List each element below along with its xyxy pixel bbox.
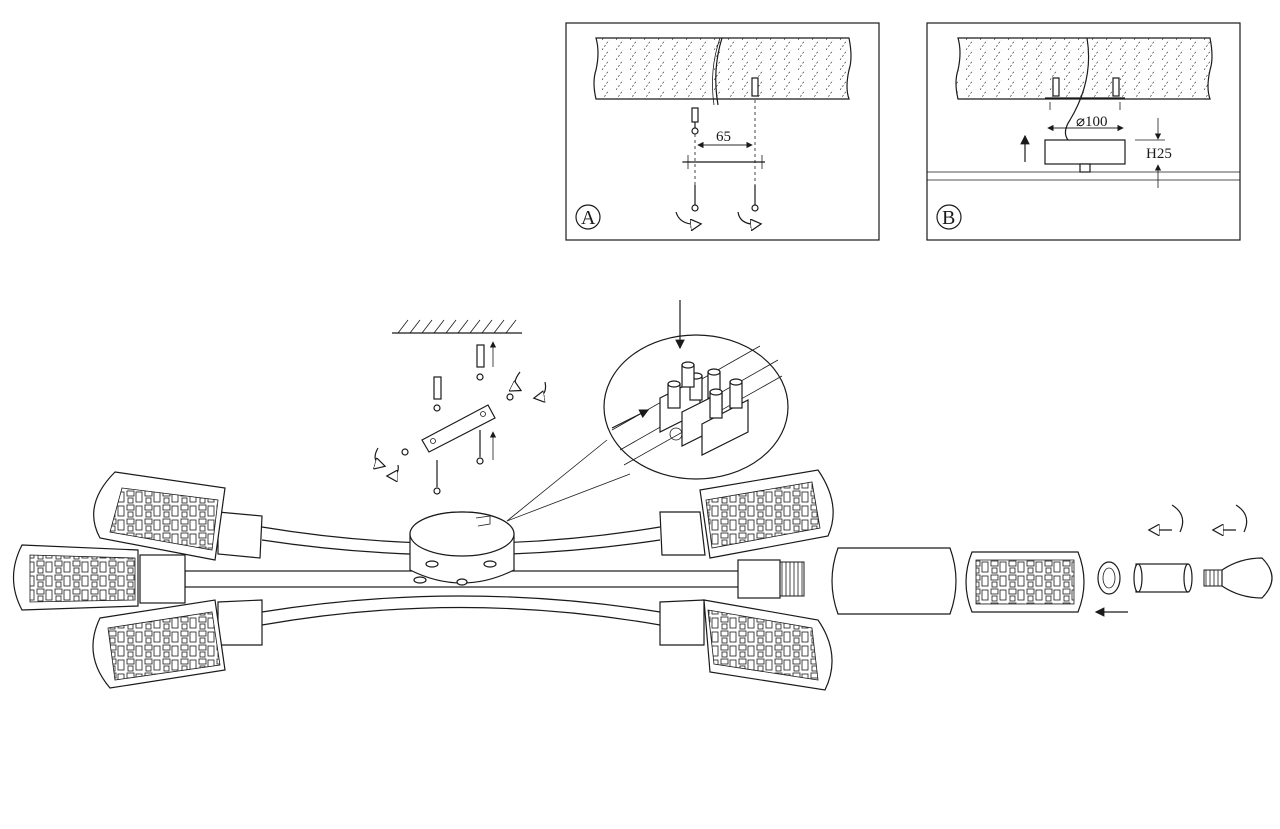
terminal-block — [659, 361, 703, 433]
exploded-parts — [831, 504, 1273, 617]
panel-a: 65 A — [565, 22, 880, 241]
lamp-body — [13, 469, 834, 691]
panel-a-badge — [575, 204, 601, 230]
socket-holder — [217, 599, 263, 646]
screw — [1052, 77, 1060, 97]
screw — [476, 430, 484, 465]
lamp-socket — [1135, 563, 1189, 593]
light-bulb — [1203, 557, 1273, 599]
cable-wire — [712, 37, 721, 106]
screw — [1112, 77, 1120, 97]
panel-a-frame — [565, 22, 880, 241]
terminal-detail — [506, 300, 789, 522]
circular-arrow-icon — [737, 211, 760, 224]
circular-arrow-icon — [1171, 504, 1184, 533]
zoom-pointer — [506, 473, 631, 522]
cable — [715, 37, 723, 106]
diameter-label: ⌀100 — [1076, 114, 1108, 130]
mounting-bracket — [421, 404, 496, 453]
panel-b-letter: B — [942, 207, 955, 229]
screw — [433, 460, 441, 495]
terminal-block — [701, 378, 749, 456]
outer-shade — [831, 547, 957, 615]
wall-plug — [433, 376, 442, 412]
glass-shade — [965, 551, 1085, 613]
ceiling-hatching — [397, 319, 517, 334]
circular-arrow-icon — [675, 211, 700, 224]
socket-thread — [779, 561, 805, 597]
screw — [506, 393, 514, 401]
glass-shade — [703, 599, 833, 691]
shade-ring — [1097, 561, 1121, 595]
panel-a-letter: A — [581, 207, 596, 229]
ground-symbol-icon — [669, 427, 683, 441]
panel-b: ⌀100 H25 B — [926, 22, 1241, 241]
screw — [691, 185, 699, 212]
wall-plug — [691, 107, 699, 135]
panel-b-frame — [926, 22, 1241, 241]
glass-shade — [699, 469, 834, 559]
socket-holder — [217, 511, 263, 559]
circular-arrow-icon — [515, 371, 520, 390]
height-label: H25 — [1146, 146, 1172, 162]
socket-holder — [139, 554, 186, 604]
wall-plug — [476, 344, 485, 381]
lamp-socket — [737, 559, 781, 599]
screw — [751, 185, 759, 212]
dimension-label: 65 — [716, 129, 731, 145]
circular-arrow-icon — [535, 381, 547, 398]
glass-shade — [93, 471, 226, 561]
glass-shade — [92, 599, 226, 689]
zoom-pointer — [506, 439, 608, 522]
mounting-detail — [375, 319, 547, 495]
ceiling-slab — [593, 37, 852, 100]
curved-arm-bottom — [261, 606, 661, 626]
canopy-stem — [1079, 163, 1091, 173]
glass-shade — [13, 544, 139, 611]
socket-holder — [659, 511, 706, 556]
canopy — [1044, 139, 1126, 165]
ceiling-slab — [955, 37, 1213, 100]
insert-arrow-icon — [611, 409, 650, 429]
cable — [1064, 37, 1090, 141]
circular-arrow-icon — [375, 447, 384, 466]
circular-arrow-icon — [1235, 504, 1248, 533]
panel-b-badge — [936, 204, 962, 230]
wall-plug — [751, 77, 759, 97]
circular-arrow-icon — [388, 464, 399, 476]
screw — [401, 448, 409, 456]
socket-holder — [659, 599, 705, 646]
